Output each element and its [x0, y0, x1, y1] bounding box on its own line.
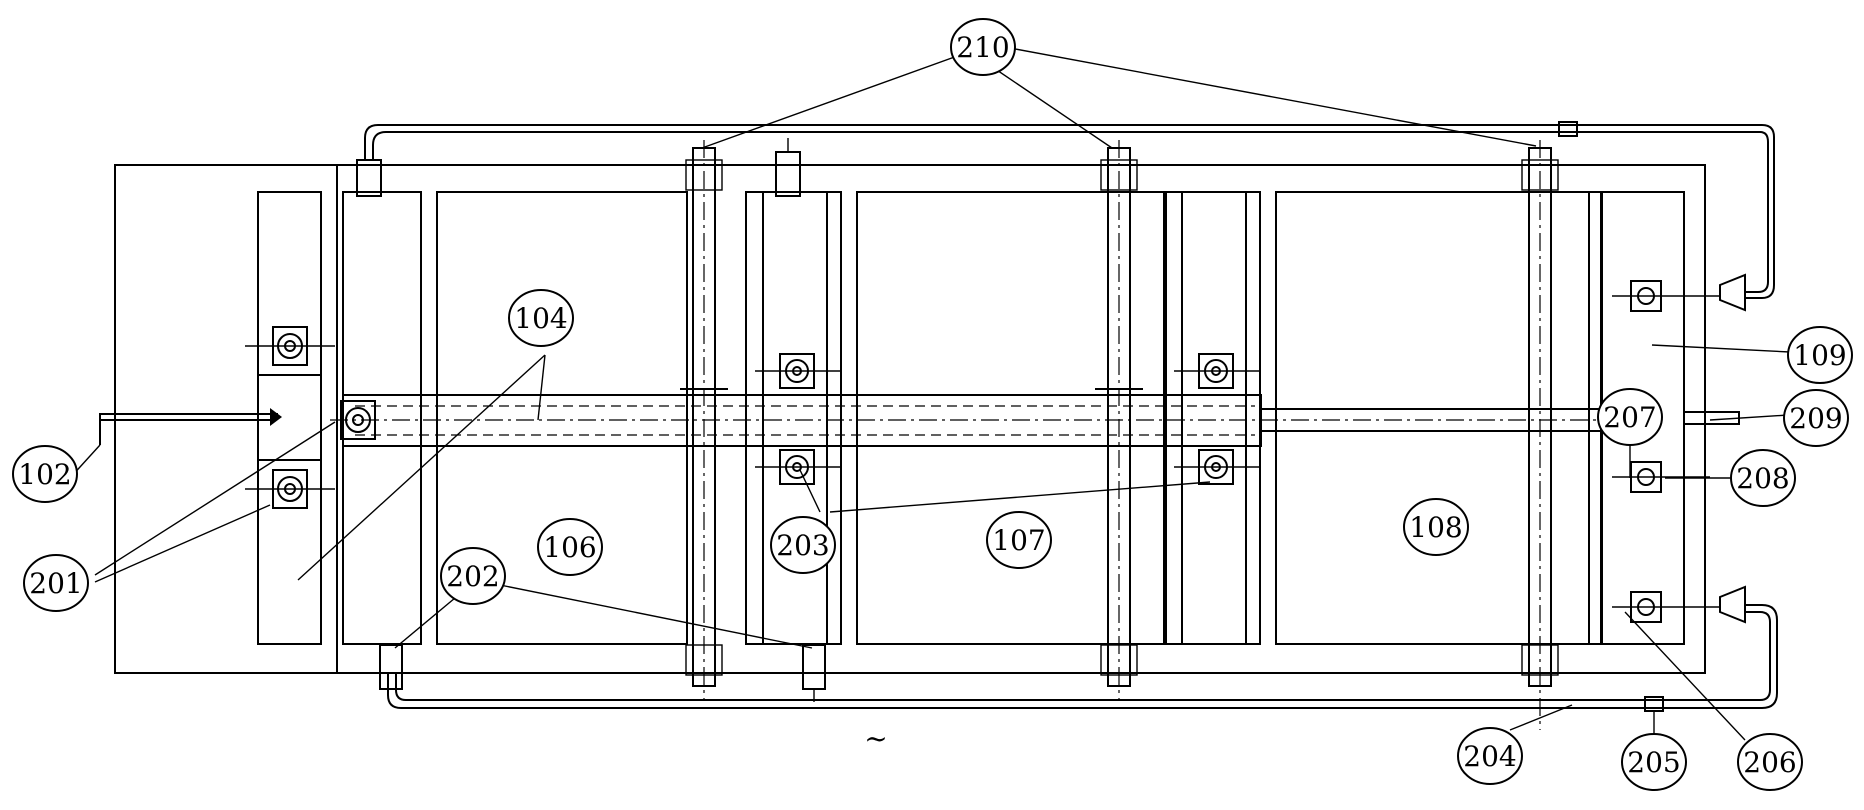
callout-109-label: 109: [1793, 339, 1846, 372]
callout-203: 203: [770, 516, 836, 574]
callout-208-label: 208: [1736, 462, 1789, 495]
callout-206-label: 206: [1743, 746, 1796, 779]
callout-202: 202: [440, 547, 506, 605]
callout-204: 204: [1457, 727, 1523, 785]
callout-207-label: 207: [1603, 401, 1656, 434]
central-shaft: [257, 374, 1603, 461]
callout-203-label: 203: [776, 529, 829, 562]
callout-204-label: 204: [1463, 740, 1516, 773]
callout-109: 109: [1787, 326, 1853, 384]
callout-106-label: 106: [543, 531, 596, 564]
callout-107-label: 107: [992, 524, 1045, 557]
callout-202-label: 202: [446, 560, 499, 593]
callout-206: 206: [1737, 733, 1803, 791]
feed-arrow: [99, 408, 282, 445]
callout-207: 207: [1597, 388, 1663, 446]
leader-lines: [69, 45, 1791, 741]
callout-106: 106: [537, 518, 603, 576]
callout-104-label: 104: [514, 302, 567, 335]
bottom-pipe: [379, 604, 1778, 712]
callout-102: 102: [12, 445, 78, 503]
callout-205: 205: [1621, 733, 1687, 791]
callout-210-label: 210: [956, 31, 1009, 64]
callout-210: 210: [950, 18, 1016, 76]
callout-201-label: 201: [29, 567, 82, 600]
reference-bubbles: 210 104 102 201 106 202 203 107: [12, 18, 1853, 791]
top-pipe: [356, 121, 1775, 299]
callout-209: 209: [1783, 389, 1849, 447]
motor-units: [245, 273, 1746, 624]
callout-104: 104: [508, 289, 574, 347]
callout-107: 107: [986, 511, 1052, 569]
callout-201: 201: [23, 554, 89, 612]
callout-108: 108: [1403, 498, 1469, 556]
callout-208: 208: [1730, 449, 1796, 507]
callout-108-label: 108: [1409, 511, 1462, 544]
callout-205-label: 205: [1627, 746, 1680, 779]
callout-102-label: 102: [18, 458, 71, 491]
callout-209-label: 209: [1789, 402, 1842, 435]
stray-mark: ~: [864, 722, 887, 755]
